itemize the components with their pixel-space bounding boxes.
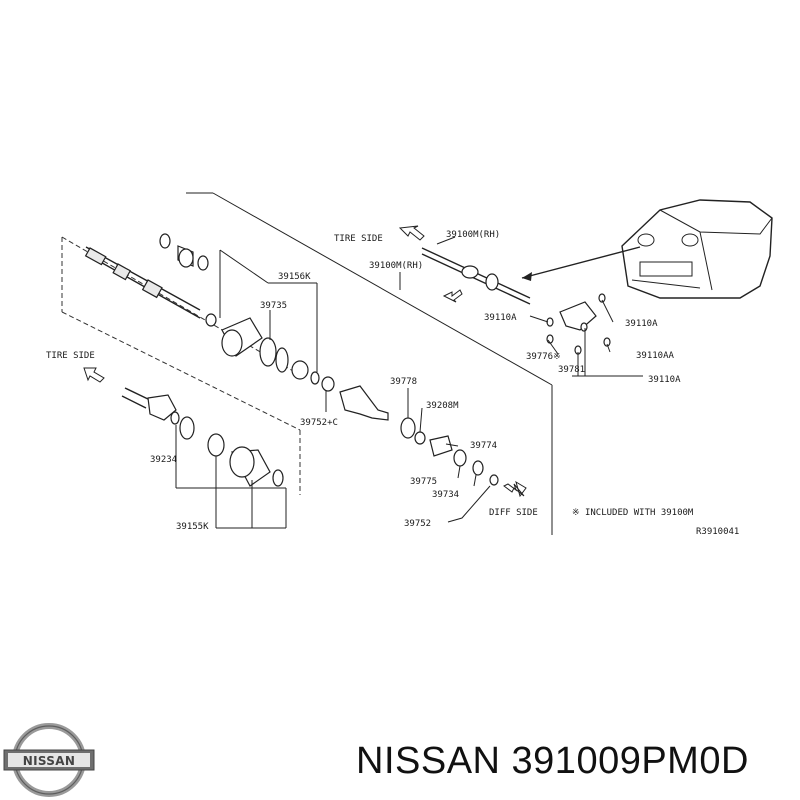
part-number-caption: NISSAN 391009PM0D [356, 740, 749, 782]
upper-small-parts [159, 233, 217, 327]
label-39110A-left: 39110A [484, 313, 517, 323]
tire-side-top-arrow [398, 225, 425, 241]
label-39781: 39781 [558, 365, 585, 375]
inner-joint-lower [121, 387, 284, 487]
tire-side-left-arrow [83, 367, 105, 383]
label-39775: 39775 [410, 477, 437, 487]
vehicle-outline [621, 199, 773, 299]
label-39752: 39752 [404, 519, 431, 529]
label-39735: 39735 [260, 301, 287, 311]
label-39774: 39774 [470, 441, 497, 451]
label-39110A-right: 39110A [625, 319, 658, 329]
label-39776: 39776※ [526, 352, 561, 362]
label-39752-c: 39752+C [300, 418, 338, 428]
reference-code: R3910041 [696, 527, 739, 537]
label-39100M-rh: 39100M(RH) [369, 261, 423, 271]
bracket-parts [546, 293, 611, 355]
label-39734: 39734 [432, 490, 459, 500]
logo-text: NISSAN [23, 754, 75, 768]
label-39208M: 39208M [426, 401, 459, 411]
nissan-logo-icon: NISSAN [3, 723, 95, 797]
car-pointer-arrow [521, 246, 641, 281]
label-39155K: 39155K [176, 522, 209, 532]
frame-lines [186, 192, 553, 535]
label-39778: 39778 [390, 377, 417, 387]
axle-shaft [84, 246, 201, 319]
dashed-enclosure [61, 236, 301, 495]
label-39234: 39234 [150, 455, 177, 465]
label-39110A-bottom: 39110A [648, 375, 681, 385]
diff-side-arrow [503, 480, 527, 498]
mini-shaft-rh [421, 247, 531, 305]
leader-lines [175, 236, 643, 529]
footnote: ※ INCLUDED WITH 39100M [572, 508, 694, 518]
label-39156K: 39156K [278, 272, 311, 282]
label-39110AA: 39110AA [636, 351, 675, 361]
outer-joint [339, 385, 499, 486]
tire-side-left-label: TIRE SIDE [46, 351, 95, 361]
diff-side-label: DIFF SIDE [489, 508, 538, 518]
tire-side-top-label: TIRE SIDE [334, 234, 383, 244]
small-pointer-arrow [442, 289, 463, 303]
boot-39156K [221, 317, 335, 392]
label-39100M-rh-top: 39100M(RH) [446, 230, 500, 240]
asterisk-mark: ※ [553, 352, 561, 362]
